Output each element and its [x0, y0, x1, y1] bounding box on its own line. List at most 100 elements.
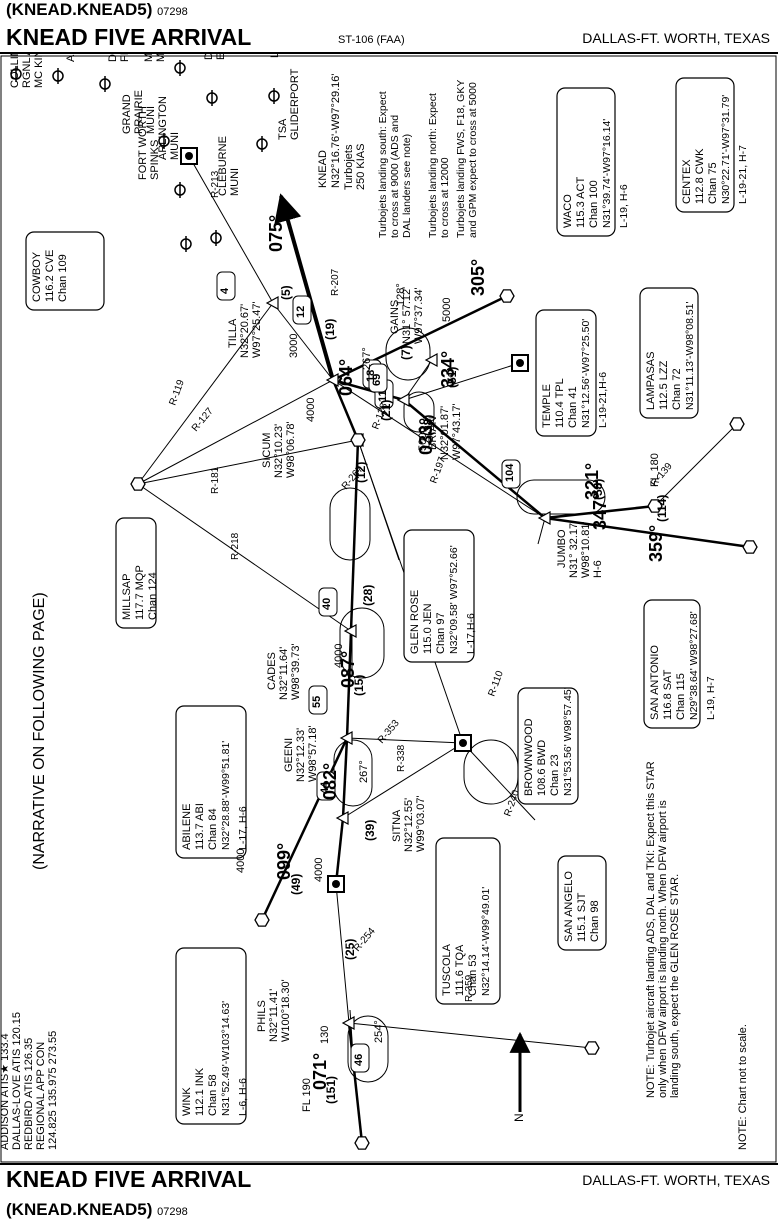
navaid-jen-chan: Chan 97: [435, 612, 447, 654]
fix-coords-tilla: N32°20.67': [239, 304, 251, 358]
distance-label-8: (39): [363, 820, 377, 841]
footer-city: DALLAS-FT. WORTH, TEXAS: [582, 1172, 770, 1188]
note-turbojet: landing south, expect the GLEN ROSE STAR…: [669, 874, 681, 1098]
altitude-label-5: 4000: [235, 849, 247, 873]
navaid-act-charts: L-19, H-6: [618, 184, 630, 228]
route-gains-brian: [403, 359, 433, 401]
chart-number: ST-106 (FAA): [338, 34, 405, 46]
temple-vortac-symbol-center: [516, 359, 524, 367]
altitude-label-1: 3000: [288, 334, 300, 358]
route-sitna-geeni: [341, 737, 349, 819]
holding-patterns: [329, 327, 606, 1083]
distance-label-3: (19): [323, 319, 337, 340]
navaid-tpl-chan: Chan 41: [567, 386, 579, 428]
navaid-act-coords: N31°39.74'-W97°16.14': [601, 119, 613, 228]
atis-frequency: ADDISON ATIS★ 133.4: [0, 1033, 11, 1150]
hold-sicum: [329, 487, 371, 561]
distance-label-11: (58): [591, 479, 605, 500]
hold-brian: [403, 391, 435, 433]
navaid-sat-chan: Chan 115: [675, 673, 687, 720]
navaid-sjt-box: [557, 855, 607, 951]
distance-label-5: (25): [343, 939, 357, 960]
navaid-cve-name: COWBOY: [31, 251, 43, 302]
route-jumbo-knead: [332, 379, 546, 519]
navaid-jen-freq: 115.0 JEN: [422, 603, 434, 654]
radial-label-9: R-218: [230, 532, 241, 560]
boxed-label-6: 55: [311, 696, 323, 708]
boxed-label-9: 69: [371, 374, 383, 386]
radial-label-3: R-207: [330, 268, 341, 296]
navaid-boxes: [25, 77, 735, 1125]
airport-name-2: FIELD: [119, 54, 131, 62]
phils-fix-symbol: [341, 1015, 355, 1031]
fix-name-phils: PHILS: [256, 1000, 268, 1032]
distance-label-10: (51): [445, 367, 459, 388]
route-abilene-geeni: [260, 737, 349, 921]
fix-coords-sitna: W99°03.07': [415, 795, 427, 852]
sitna-fix-symbol: [335, 810, 349, 826]
fix-name-sicum: SICUM: [261, 433, 273, 468]
course-big-4: 033°: [416, 418, 436, 455]
navaid-tqa-freq: 111.6 TQA: [454, 944, 466, 996]
navaid-bwd-coords: N31°53.56' W98°57.45': [562, 687, 574, 796]
navaid-tqa-coords: N32°14.14'-W99°49.01': [480, 887, 492, 996]
atis-frequency: REGIONAL APP CON: [35, 1042, 47, 1150]
airport-name-0: MC KINNEY: [33, 54, 45, 88]
airport-name-7: MUNI: [169, 132, 181, 160]
distance-label-12: (114): [655, 495, 669, 522]
airport-name-4: DALLAS: [203, 54, 215, 60]
course-big-10: 099°: [274, 843, 294, 880]
navaid-ink-charts: L-6, H-6: [237, 1078, 249, 1116]
airport-name-3: METRO: [155, 54, 167, 62]
small-course-1: 267°: [358, 760, 370, 783]
distance-label-14: (7): [399, 345, 413, 360]
hold-gains: [385, 327, 431, 381]
fix-coords-gains: W97°37.34': [413, 287, 425, 344]
knead-note-south: DAL landers see note): [401, 134, 413, 238]
navaid-tpl-box: [535, 309, 597, 437]
fix-coords-cades: W98°39.73': [290, 643, 302, 700]
navaid-act-chan: Chan 100: [588, 180, 600, 228]
route-knead-outbound: [274, 193, 335, 381]
route-millsap-tilla: [137, 302, 274, 485]
small-course-2: 254°: [373, 1020, 385, 1043]
sanangelo-vortac-symbol: [584, 1041, 600, 1055]
gains-fix-symbol: [424, 352, 438, 368]
distance-label-0: (5): [279, 285, 293, 300]
navaid-lzz-coords: N31°11.13'-W98°08.51': [684, 301, 696, 410]
boxed-label-7: 44: [319, 781, 331, 794]
navaid-lzz-box: [639, 287, 699, 419]
navaid-lzz-freq: 112.5 LZZ: [658, 360, 670, 410]
fix-name-cades: CADES: [266, 652, 278, 690]
wink-vortac-symbol: [354, 1136, 370, 1150]
airport-name-0: RGNL AT: [21, 54, 33, 88]
navaid-tqa-chan: Chan 53: [467, 954, 479, 996]
boxed-marker-5: [318, 587, 338, 617]
navaid-act-name: WACO: [562, 194, 574, 228]
navaid-tqa-name: TUSCOLA: [441, 943, 453, 996]
fix-coords-geeni: W98°57.18': [307, 725, 319, 782]
footer-title: KNEAD FIVE ARRIVAL: [6, 1166, 252, 1192]
radial-label-15: R-359: [464, 974, 475, 1002]
knead-name: KNEAD: [317, 150, 329, 188]
altitude-label-4: 4000: [333, 644, 345, 668]
boxed-label-8: 46: [353, 1054, 365, 1066]
hold-cades: [339, 607, 385, 679]
tilla-fix-symbol: [265, 295, 279, 311]
fix-name-jumbo: JUMBO: [556, 529, 568, 568]
radial-label-10: R-110: [486, 669, 506, 698]
knead-fix-symbol: [325, 372, 339, 388]
navaid-mqp-name: MILLSAP: [121, 574, 133, 620]
navaid-bwd-box: [517, 687, 579, 805]
fix-name-brian: BRIAN: [427, 416, 439, 450]
navaid-ink-chan: Chan 58: [207, 1074, 219, 1116]
fix-coords-sitna: N32°12.55': [403, 798, 415, 852]
route-millsap-cades: [137, 483, 352, 632]
route-brownwood-sitna: [342, 742, 464, 819]
knead-note-other: and GPM expect to cross at 5000: [467, 82, 479, 238]
route-centex-lampasas: [654, 423, 738, 507]
route-tilla-knead: [272, 302, 334, 381]
radial-label-7: R-197: [428, 455, 448, 485]
